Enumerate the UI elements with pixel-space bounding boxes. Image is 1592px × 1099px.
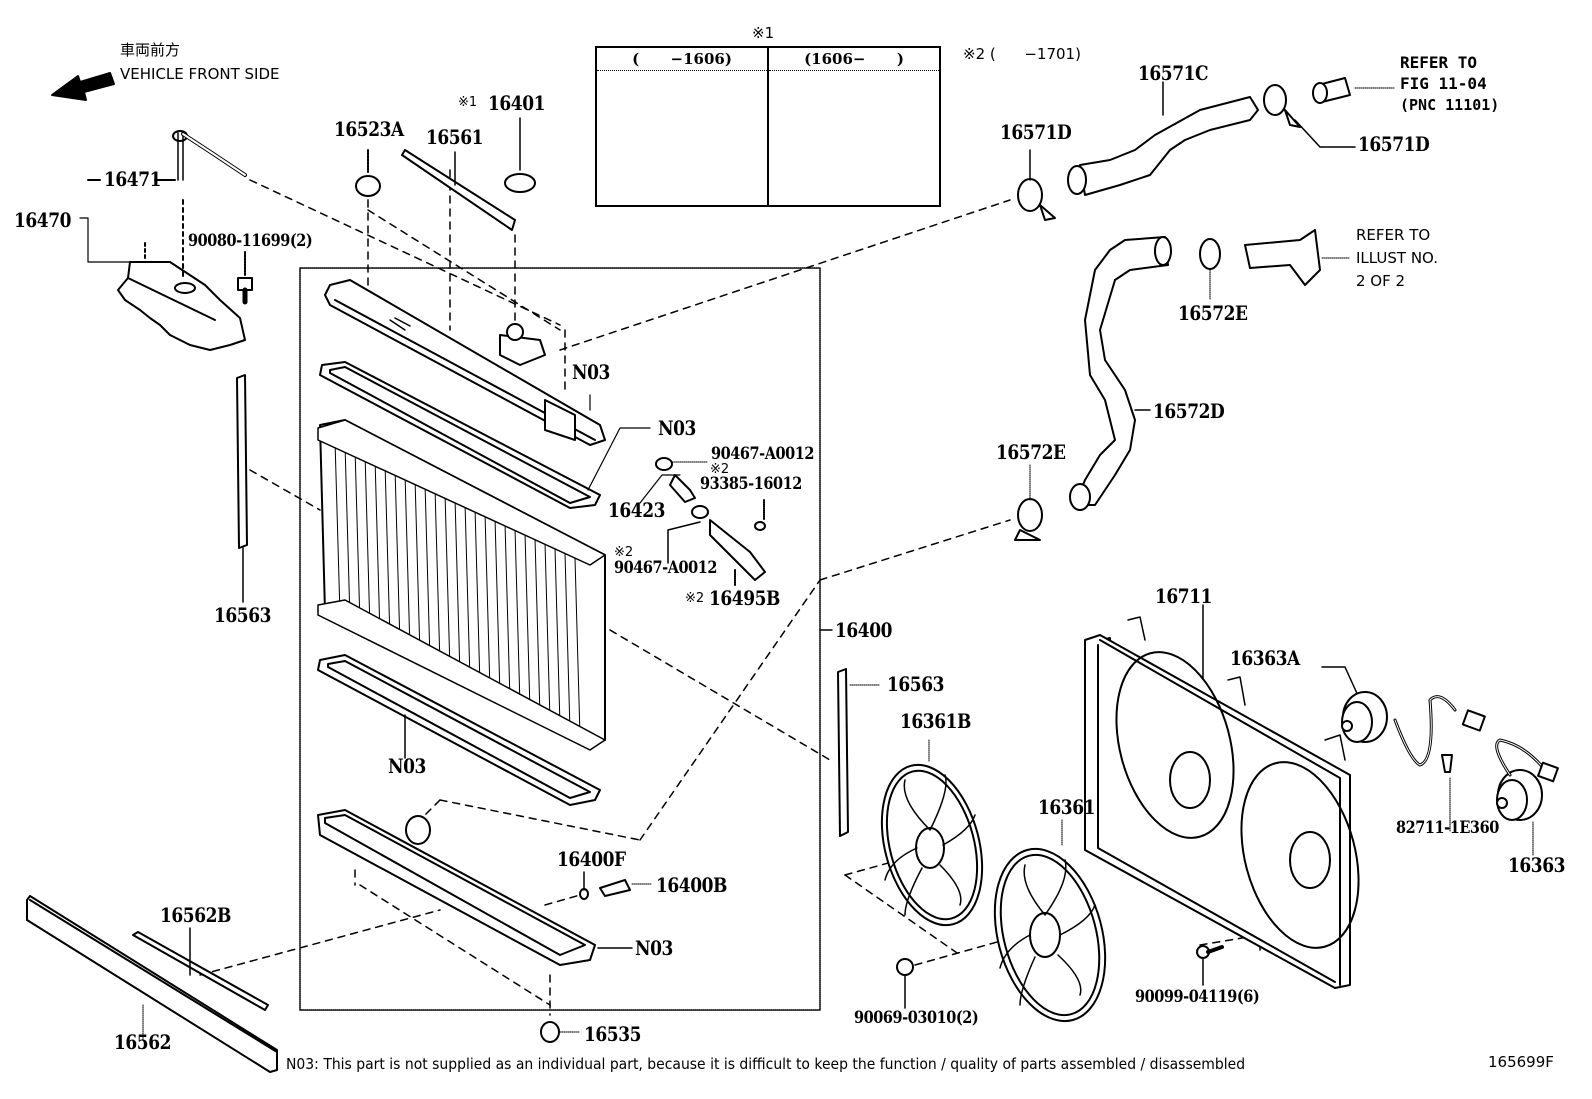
fan-16361 [993, 819, 1107, 1023]
drain-cock [579, 871, 653, 900]
lower-cushion [540, 1021, 581, 1043]
overflow-hose-parts [639, 457, 766, 586]
seal-strips-16562 [26, 895, 278, 1073]
refer-illust-line[interactable]: ILLUST NO. [1356, 249, 1439, 267]
upper-radiator-hose [1017, 77, 1396, 221]
part-label-16361[interactable]: 16361 [1038, 795, 1096, 819]
seal-16563-left [236, 374, 248, 603]
part-mark-93385: ※2 [710, 462, 730, 477]
part-label-16572e[interactable]: 16572E [996, 440, 1066, 464]
refer-fig-line: (PNC 11101) [1400, 96, 1500, 114]
hose-date-note: ※2 ( −1701) [963, 45, 1081, 63]
part-label-16400f[interactable]: 16400F [557, 847, 626, 871]
upper-cushion [355, 149, 381, 197]
cap-variant-late-header: (1606− ) [769, 48, 939, 71]
part-label-93385-16012[interactable]: 93385-16012 [700, 474, 802, 494]
part-label-n03[interactable]: N03 [572, 360, 610, 384]
part-label-16361b[interactable]: 16361B [900, 709, 971, 733]
part-mark-90467: ※2 [614, 545, 634, 560]
lower-radiator-hose [1014, 229, 1351, 541]
cap-variant-early-header: ( −1606) [597, 48, 767, 71]
part-label-16563[interactable]: 16563 [887, 672, 945, 696]
part-label-82711-1e360[interactable]: 82711-1E360 [1396, 818, 1499, 838]
part-label-n03[interactable]: N03 [658, 416, 696, 440]
n03-footnote: N03: This part is not supplied as an ind… [286, 1055, 1246, 1073]
fan-motor-b [1495, 738, 1559, 856]
part-mark-16401: ※1 [458, 95, 478, 110]
part-label-n03[interactable]: N03 [635, 936, 673, 960]
refer-illust-note: REFER TO ILLUST NO. 2 OF 2 [1356, 224, 1438, 293]
part-label-16571d[interactable]: 16571D [1000, 120, 1072, 144]
part-label-90467-a0012[interactable]: 90467-A0012 [614, 558, 718, 578]
vehicle-front-label: VEHICLE FRONT SIDE [120, 65, 280, 83]
part-label-90080-11699[interactable]: 90080-11699(2) [188, 231, 313, 251]
part-label-16572d[interactable]: 16572D [1153, 399, 1225, 423]
part-label-90099-04119[interactable]: 90099-04119(6) [1135, 987, 1260, 1007]
part-label-n03[interactable]: N03 [388, 754, 426, 778]
part-label-16563[interactable]: 16563 [214, 603, 272, 627]
part-label-16363a[interactable]: 16363A [1230, 646, 1300, 670]
refer-fig-note: REFER TO FIG 11-04 (PNC 11101) [1400, 52, 1499, 116]
lower-gasket [317, 654, 601, 806]
part-label-90069-03010[interactable]: 90069-03010(2) [854, 1008, 979, 1028]
radiator-upper-tank [324, 279, 606, 446]
upper-gasket [319, 361, 651, 509]
part-label-16400[interactable]: 16400 [835, 618, 893, 642]
part-label-16571d[interactable]: 16571D [1358, 132, 1430, 156]
part-label-16471[interactable]: 16471 [104, 167, 162, 191]
part-label-16470[interactable]: 16470 [14, 208, 72, 232]
part-label-16711[interactable]: 16711 [1155, 584, 1213, 608]
radiator-cap [504, 117, 536, 193]
reservoir-tank [79, 130, 253, 351]
part-label-16562[interactable]: 16562 [114, 1030, 172, 1054]
refer-fig-line[interactable]: FIG 11-04 [1400, 74, 1487, 93]
radiator-core [317, 419, 606, 751]
seal-16561 [401, 149, 516, 231]
illustration-code: 165699F [1488, 1053, 1554, 1071]
cap-variant-early: ( −1606) [597, 48, 769, 205]
radiator-lower-tank [317, 809, 633, 966]
part-label-16572e[interactable]: 16572E [1178, 301, 1248, 325]
part-label-90467-a0012[interactable]: 90467-A0012 [711, 444, 815, 464]
part-label-16535[interactable]: 16535 [584, 1022, 642, 1046]
part-label-16400b[interactable]: 16400B [656, 873, 727, 897]
cap-variant-marker: ※1 [752, 24, 775, 42]
part-label-16401[interactable]: 16401 [488, 91, 546, 115]
vehicle-front-arrow-icon [51, 72, 115, 101]
part-label-16562b[interactable]: 16562B [160, 903, 231, 927]
part-label-16423[interactable]: 16423 [608, 498, 666, 522]
cap-variant-late: (1606− ) [769, 48, 939, 205]
bolt-90099 [1196, 945, 1224, 986]
fan-motor-a [1321, 666, 1486, 767]
part-label-16571c[interactable]: 16571C [1138, 61, 1209, 85]
part-label-16561[interactable]: 16561 [426, 125, 484, 149]
part-mark-16495b: ※2 [685, 591, 705, 606]
fan-16361b [880, 739, 984, 927]
clip-82711 [1441, 754, 1453, 833]
nut-90069 [896, 958, 914, 1009]
part-label-16363[interactable]: 16363 [1508, 853, 1566, 877]
refer-illust-line: REFER TO [1356, 226, 1431, 244]
part-label-16523a[interactable]: 16523A [334, 117, 404, 141]
vehicle-front-japanese: 車両前方 [120, 41, 181, 59]
cap-variant-box: ( −1606) (1606− ) [595, 46, 941, 207]
radiator-assembly-frame [299, 267, 833, 1011]
refer-illust-line: 2 OF 2 [1356, 272, 1406, 290]
part-label-16495b[interactable]: 16495B [709, 586, 780, 610]
refer-fig-line: REFER TO [1400, 53, 1478, 72]
fan-shroud [1084, 604, 1360, 989]
